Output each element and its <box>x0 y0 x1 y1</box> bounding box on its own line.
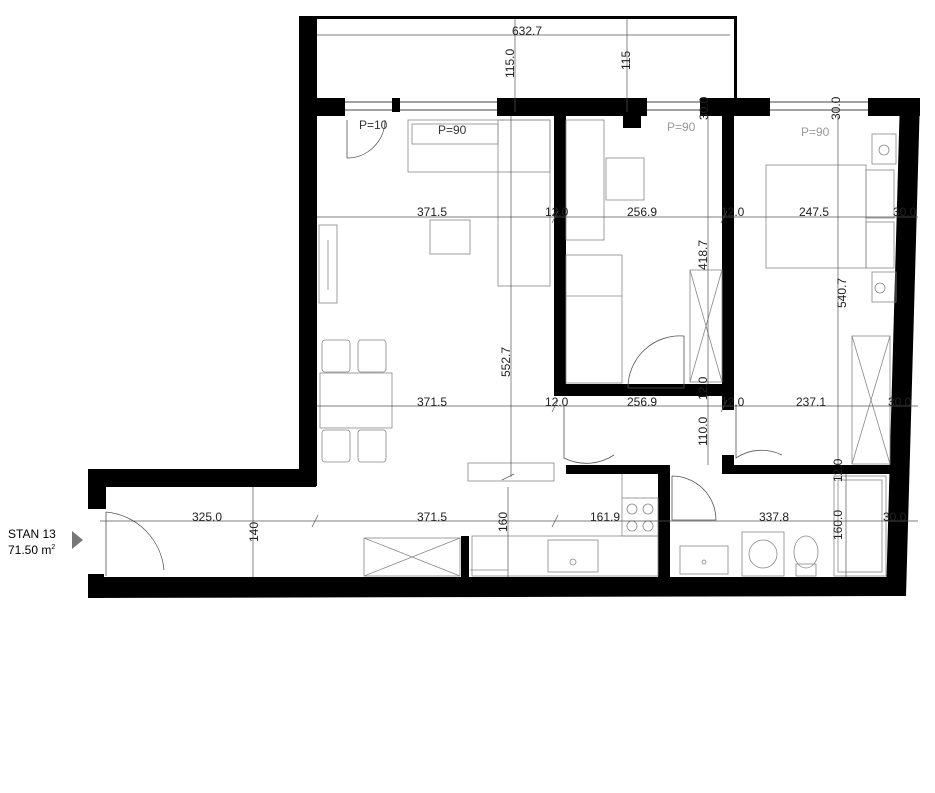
apartment-area: 71.50 m2 <box>8 543 56 557</box>
apartment-label: STAN 13 71.50 m2 <box>8 527 56 557</box>
entry-marker-icon <box>72 531 83 549</box>
dim-bath: 337.8 <box>759 510 789 524</box>
dimension-lines <box>100 19 918 577</box>
dim-room1-top: 256.9 <box>627 205 657 219</box>
dim-room2-depth: 540.7 <box>835 278 849 308</box>
dim-balcony-depth-a: 115.0 <box>503 49 517 78</box>
dim-entry: 325.0 <box>192 510 222 524</box>
furniture <box>318 119 897 577</box>
dim-room1-depth: 418.7 <box>696 240 710 270</box>
dim-kitchen-160: 160 <box>496 512 510 532</box>
dim-living-mid: 371.5 <box>417 395 447 409</box>
dim-wall-bottom-right: 30.0 <box>883 510 907 524</box>
dim-wall-e: 12.0 <box>696 376 710 400</box>
window-p90-room2: P=90 <box>801 125 830 139</box>
dim-wall-f: 12.0 <box>831 458 845 482</box>
dim-wall-300-b: 30.0 <box>829 96 843 120</box>
dim-wall-d: 12.0 <box>721 395 745 409</box>
window-p90-room1: P=90 <box>667 120 696 134</box>
dim-wall-mid-right: 30.0 <box>888 395 912 409</box>
window-p90-living: P=90 <box>438 123 467 137</box>
dim-wall-top-right: 30.0 <box>893 205 917 219</box>
dim-hall-110: 110.0 <box>696 417 710 446</box>
dim-wall-c: 12.0 <box>545 395 569 409</box>
doors <box>105 119 783 576</box>
dim-living-depth: 552.7 <box>499 347 513 377</box>
dim-room2-mid: 237.1 <box>796 395 826 409</box>
apartment-name: STAN 13 <box>8 527 56 541</box>
dim-room2-top: 247.5 <box>799 205 829 219</box>
dimension-labels: 632.7 115.0 115 P=10 P=90 P=90 P=90 30.0… <box>192 24 917 542</box>
window-p10: P=10 <box>359 118 388 132</box>
dim-kitchen: 161.9 <box>590 510 620 524</box>
dim-entry-140: 140 <box>247 522 261 542</box>
dim-balcony-depth-b: 115 <box>619 51 633 70</box>
dim-balcony-width: 632.7 <box>512 24 542 38</box>
dim-hall-mid: 256.9 <box>627 395 657 409</box>
dim-wall-a: 12.0 <box>545 205 569 219</box>
dim-wall-300-a: 30.0 <box>697 96 711 120</box>
dim-bath-160: 160.0 <box>831 510 845 540</box>
dim-wall-b: 12.0 <box>721 205 745 219</box>
walls <box>88 16 920 598</box>
windows <box>345 101 868 111</box>
dim-living-bottom: 371.5 <box>417 510 447 524</box>
dim-living-top: 371.5 <box>417 205 447 219</box>
